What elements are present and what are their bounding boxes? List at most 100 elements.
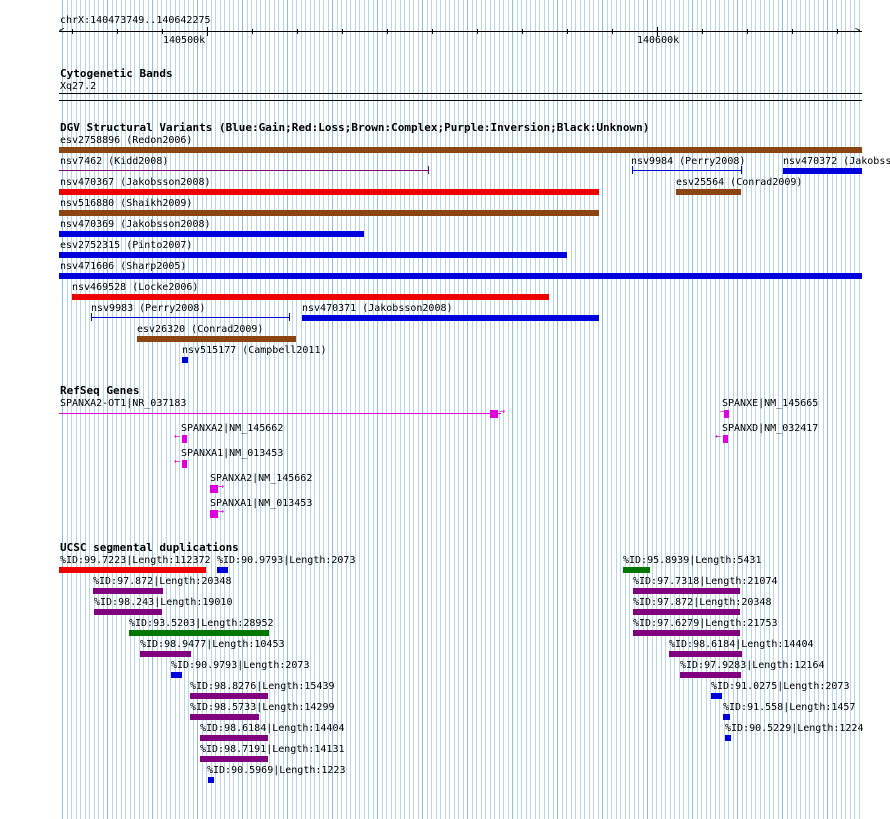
segdup-label: %ID:93.5203|Length:28952 — [129, 618, 274, 629]
grid-line — [404, 0, 405, 819]
grid-line — [341, 0, 342, 819]
segdup-bar[interactable] — [190, 714, 259, 720]
gene-exon[interactable] — [182, 460, 187, 468]
segdup-bar[interactable] — [680, 672, 741, 678]
grid-line — [854, 0, 855, 819]
segdup-label: %ID:98.8276|Length:15439 — [190, 681, 335, 692]
dgv-feature-bar[interactable] — [59, 273, 862, 279]
grid-line — [98, 0, 99, 819]
gene-exon[interactable] — [182, 435, 187, 443]
segdup-bar[interactable] — [59, 567, 206, 573]
grid-line — [593, 0, 594, 819]
grid-line — [575, 0, 576, 819]
grid-line — [841, 0, 842, 819]
dgv-track-title[interactable]: DGV Structural Variants (Blue:Gain;Red:L… — [60, 121, 650, 134]
grid-line — [661, 0, 662, 819]
grid-line — [719, 0, 720, 819]
segdup-bar[interactable] — [140, 651, 191, 657]
grid-line — [832, 0, 833, 819]
grid-line — [274, 0, 275, 819]
grid-line — [535, 0, 536, 819]
dgv-feature-bar[interactable] — [59, 231, 364, 237]
grid-line — [292, 0, 293, 819]
grid-line — [760, 0, 761, 819]
grid-line — [377, 0, 378, 819]
dgv-feature-bar[interactable] — [137, 336, 296, 342]
segdup-bar[interactable] — [711, 693, 722, 699]
dgv-feature-line[interactable] — [91, 317, 290, 318]
grid-line — [391, 0, 392, 819]
dgv-feature-bar[interactable] — [302, 315, 599, 321]
segdup-bar[interactable] — [217, 567, 228, 573]
grid-line — [184, 0, 185, 819]
segdup-bar[interactable] — [633, 609, 740, 615]
grid-line — [121, 0, 122, 819]
gene-intron-line[interactable] — [59, 413, 501, 414]
grid-line — [440, 0, 441, 819]
grid-line — [139, 0, 140, 819]
dgv-feature-bar[interactable] — [59, 210, 599, 216]
gene-exon[interactable] — [724, 410, 729, 418]
dgv-feature-bar[interactable] — [676, 189, 741, 195]
segdup-bar[interactable] — [669, 651, 742, 657]
segdup-bar[interactable] — [200, 756, 268, 762]
gene-exon[interactable] — [723, 435, 728, 443]
segdup-bar[interactable] — [94, 609, 162, 615]
grid-line — [679, 0, 680, 819]
grid-line — [499, 0, 500, 819]
grid-line — [688, 0, 689, 819]
grid-line — [616, 0, 617, 819]
grid-line — [148, 0, 149, 819]
grid-line — [701, 0, 702, 819]
segdup-bar[interactable] — [129, 630, 269, 636]
grid-line — [359, 0, 360, 819]
dgv-feature-bar[interactable] — [72, 294, 549, 300]
segdup-bar[interactable] — [725, 735, 731, 741]
grid-line — [431, 0, 432, 819]
grid-line — [809, 0, 810, 819]
grid-line — [143, 0, 144, 819]
grid-line — [607, 0, 608, 819]
dgv-feature-line[interactable] — [632, 170, 742, 171]
dgv-feature-line[interactable] — [59, 170, 429, 171]
grid-line — [211, 0, 212, 819]
cytoband-track-title[interactable]: Cytogenetic Bands — [60, 67, 173, 80]
segdup-bar[interactable] — [93, 588, 163, 594]
grid-line — [611, 0, 612, 819]
grid-line — [323, 0, 324, 819]
segdup-track-title[interactable]: UCSC segmental duplications — [60, 541, 239, 554]
segdup-bar[interactable] — [190, 693, 268, 699]
gene-exon[interactable] — [490, 410, 498, 418]
grid-line — [188, 0, 189, 819]
dgv-feature-label: nsv471606 (Sharp2005) — [60, 261, 187, 272]
dgv-feature-bar[interactable] — [59, 252, 567, 258]
segdup-bar[interactable] — [723, 714, 730, 720]
dgv-feature-bar[interactable] — [59, 147, 862, 153]
grid-line — [634, 0, 635, 819]
segdup-label: %ID:90.5969|Length:1223 — [207, 765, 346, 776]
grid-line — [436, 0, 437, 819]
dgv-feature-end — [632, 166, 633, 174]
gene-exon[interactable] — [210, 510, 218, 518]
segdup-bar[interactable] — [633, 630, 740, 636]
segdup-bar[interactable] — [633, 588, 740, 594]
segdup-bar[interactable] — [208, 777, 214, 783]
grid-line — [755, 0, 756, 819]
dgv-feature-end — [428, 166, 429, 174]
dgv-feature-label: nsv470372 (Jakobss — [783, 156, 890, 167]
grid-line — [859, 0, 860, 819]
gene-exon[interactable] — [210, 485, 218, 493]
segdup-label: %ID:97.7318|Length:21074 — [633, 576, 778, 587]
grid-line — [463, 0, 464, 819]
dgv-feature-bar[interactable] — [783, 168, 862, 174]
ruler-minor-tick — [297, 29, 298, 34]
dgv-feature-bar[interactable] — [59, 189, 599, 195]
dgv-feature-bar[interactable] — [182, 357, 188, 363]
segdup-bar[interactable] — [171, 672, 182, 678]
grid-line — [692, 0, 693, 819]
segdup-bar[interactable] — [623, 567, 650, 573]
ruler-tick-label: 140500k — [163, 35, 206, 46]
segdup-label: %ID:98.6184|Length:14404 — [669, 639, 814, 650]
refseq-track-title[interactable]: RefSeq Genes — [60, 384, 140, 397]
segdup-bar[interactable] — [200, 735, 268, 741]
